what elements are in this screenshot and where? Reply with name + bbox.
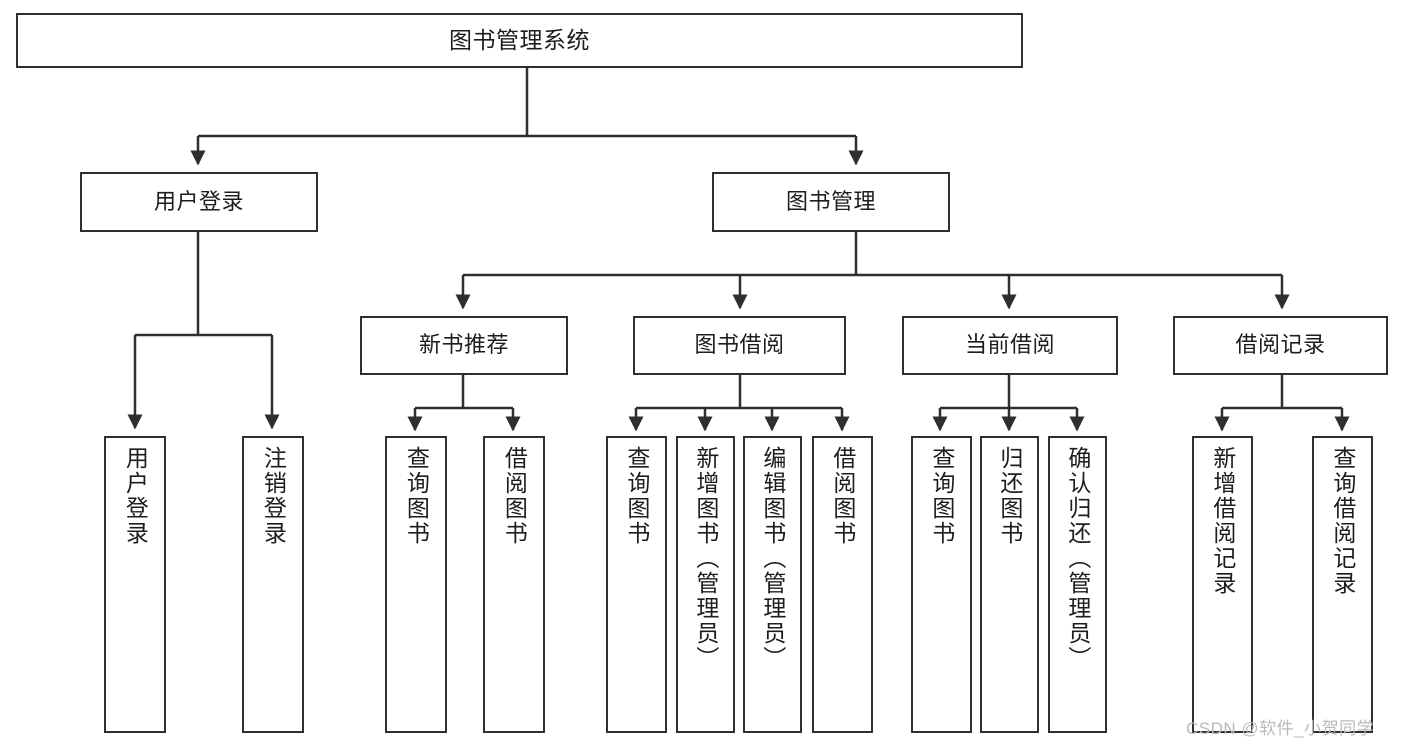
leaf-current-borrow-confirm-return[interactable]: 确认归还（管理员） [1048,436,1107,733]
leaf-label: 注销登录 [260,446,287,546]
leaf-label: 查询图书 [928,446,955,546]
node-label: 借阅记录 [1235,332,1326,358]
leaf-label: 新增图书（管理员） [692,446,719,671]
node-new-book-recommend[interactable]: 新书推荐 [360,316,568,375]
node-book-borrow[interactable]: 图书借阅 [633,316,846,375]
node-label: 图书管理系统 [449,26,590,53]
leaf-label: 查询借阅记录 [1329,446,1356,596]
node-borrow-record[interactable]: 借阅记录 [1173,316,1388,375]
leaf-label: 查询图书 [403,446,430,546]
node-label: 图书借阅 [694,332,785,358]
node-root-book-management-system[interactable]: 图书管理系统 [16,13,1023,68]
node-book-management[interactable]: 图书管理 [712,172,950,232]
leaf-label: 确认归还（管理员） [1064,446,1091,671]
leaf-borrow-record-add[interactable]: 新增借阅记录 [1192,436,1253,733]
leaf-current-borrow-return[interactable]: 归还图书 [980,436,1039,733]
leaf-borrow-record-query[interactable]: 查询借阅记录 [1312,436,1373,733]
node-label: 新书推荐 [418,332,509,358]
leaf-label: 借阅图书 [501,446,528,546]
node-label: 图书管理 [785,188,876,214]
leaf-label: 编辑图书（管理员） [759,446,786,671]
leaf-borrow-book-edit[interactable]: 编辑图书（管理员） [743,436,802,733]
leaf-label: 查询图书 [623,446,650,546]
leaf-label: 新增借阅记录 [1209,446,1236,596]
leaf-new-book-query[interactable]: 查询图书 [385,436,447,733]
node-current-borrow[interactable]: 当前借阅 [902,316,1118,375]
leaf-current-borrow-query[interactable]: 查询图书 [911,436,972,733]
node-label: 当前借阅 [964,332,1055,358]
node-user-login[interactable]: 用户登录 [80,172,318,232]
leaf-borrow-book-query[interactable]: 查询图书 [606,436,667,733]
csdn-watermark: CSDN @软件_小贺同学 [1186,719,1375,738]
leaf-label: 归还图书 [996,446,1023,546]
leaf-label: 用户登录 [122,446,149,546]
leaf-user-login-login[interactable]: 用户登录 [104,436,166,733]
leaf-label: 借阅图书 [829,446,856,546]
node-label: 用户登录 [153,188,244,214]
leaf-user-login-logout[interactable]: 注销登录 [242,436,304,733]
leaf-borrow-book-add[interactable]: 新增图书（管理员） [676,436,735,733]
leaf-new-book-borrow[interactable]: 借阅图书 [483,436,545,733]
leaf-borrow-book-borrow[interactable]: 借阅图书 [812,436,873,733]
